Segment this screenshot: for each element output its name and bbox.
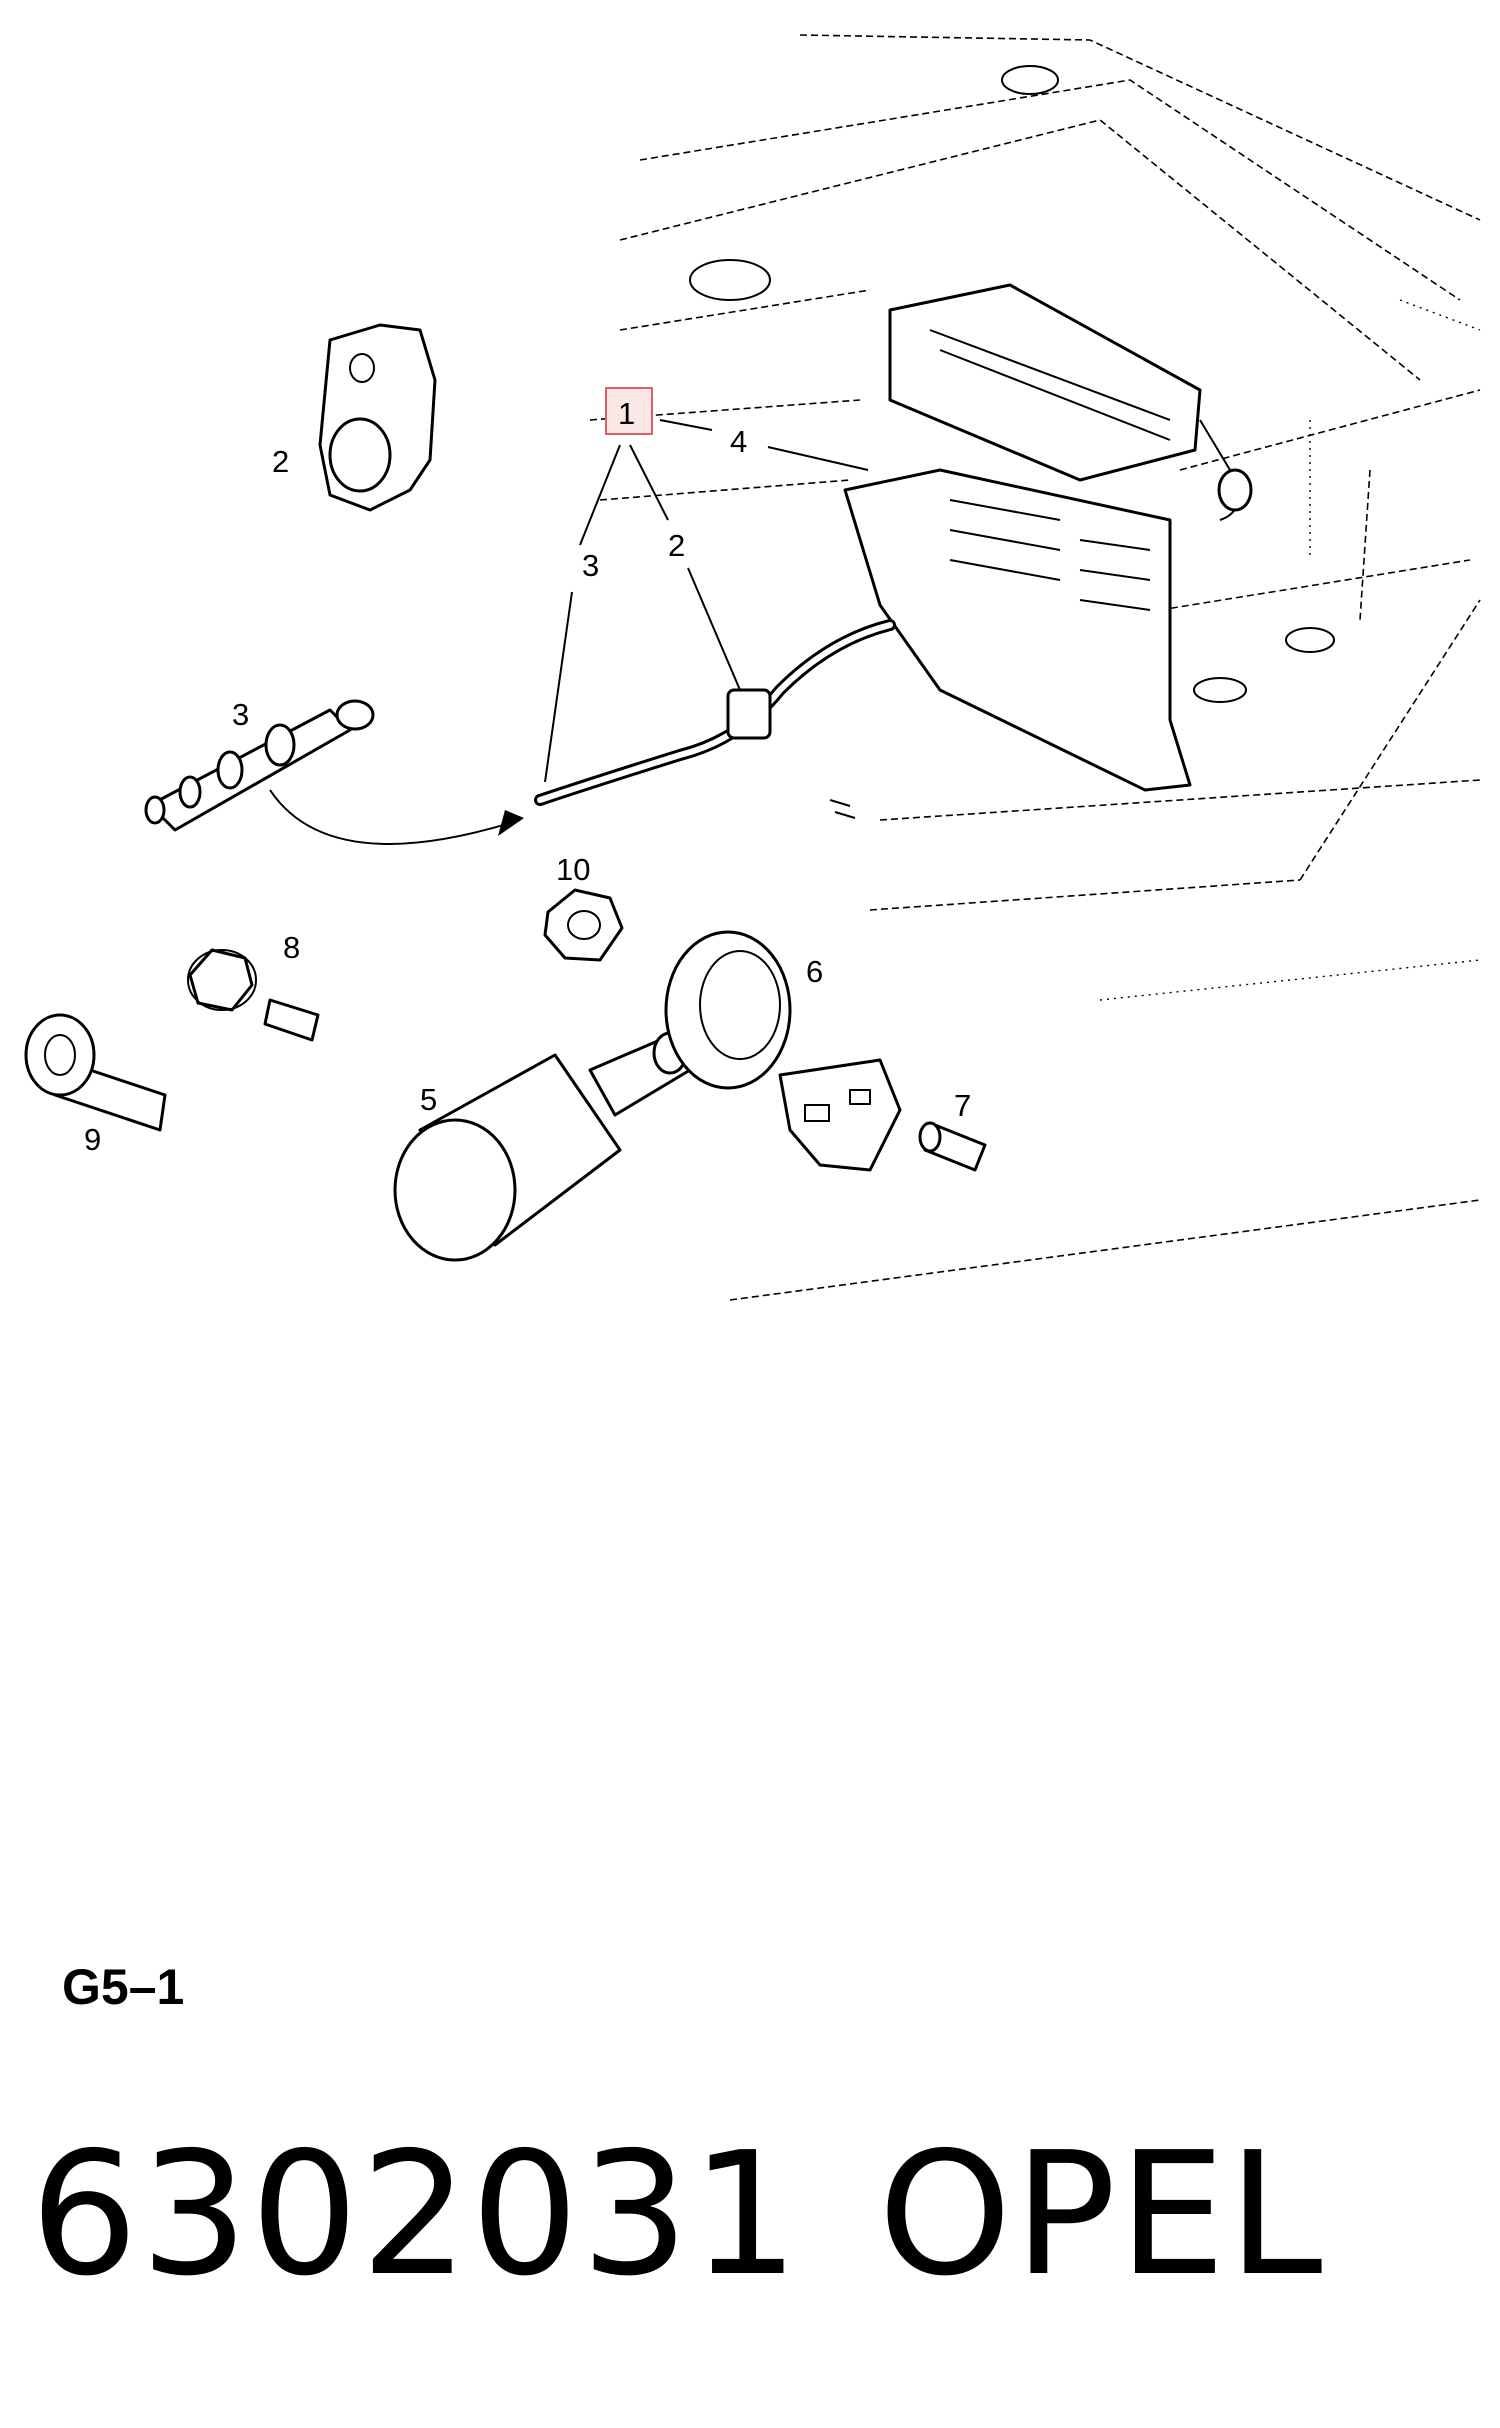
fuel-filter xyxy=(393,1031,692,1262)
filter-bracket-assembly xyxy=(843,283,1253,792)
leader-2-to-clip xyxy=(687,567,741,691)
arrow-head-icon xyxy=(498,810,524,836)
callout-7[interactable]: 7 xyxy=(954,1088,971,1123)
rivet-nut xyxy=(24,1013,167,1132)
assembly-arrow xyxy=(269,789,521,845)
hex-nut xyxy=(543,888,624,962)
exploded-parts-diagram: 1 4 3 2 2 3 10 8 6 5 7 9 xyxy=(24,34,1481,1301)
part-number: 6302031 xyxy=(30,2116,802,2314)
fuel-pipe xyxy=(534,619,896,806)
callout-2-clip[interactable]: 2 xyxy=(272,444,289,479)
callout-4[interactable]: 4 xyxy=(730,424,747,459)
callout-8[interactable]: 8 xyxy=(283,930,300,965)
callout-1-highlight xyxy=(605,387,653,435)
callout-6[interactable]: 6 xyxy=(806,954,823,989)
threaded-stud xyxy=(918,1121,987,1172)
hose-connector xyxy=(144,699,375,832)
callout-3-connector[interactable]: 3 xyxy=(232,697,249,732)
leader-1-to-2 xyxy=(629,444,669,521)
leader-4-to-bracket xyxy=(767,446,869,471)
flange-bolt xyxy=(187,948,320,1042)
filter-clamp xyxy=(664,930,902,1172)
leader-3-to-hose xyxy=(544,591,573,783)
diagram-code: G5–1 xyxy=(62,1959,185,2015)
leader-1-to-4 xyxy=(659,419,713,431)
callout-3-upper[interactable]: 3 xyxy=(582,548,599,583)
callout-10[interactable]: 10 xyxy=(556,852,590,887)
brand-name: OPEL xyxy=(878,2116,1325,2314)
callout-9[interactable]: 9 xyxy=(84,1122,101,1157)
pipe-clip xyxy=(318,323,437,512)
callout-1[interactable]: 1 xyxy=(618,396,635,431)
callout-5[interactable]: 5 xyxy=(420,1082,437,1117)
leader-1-to-3 xyxy=(579,444,621,546)
vehicle-body-outline xyxy=(589,34,1481,1301)
callout-2-upper[interactable]: 2 xyxy=(668,528,685,563)
